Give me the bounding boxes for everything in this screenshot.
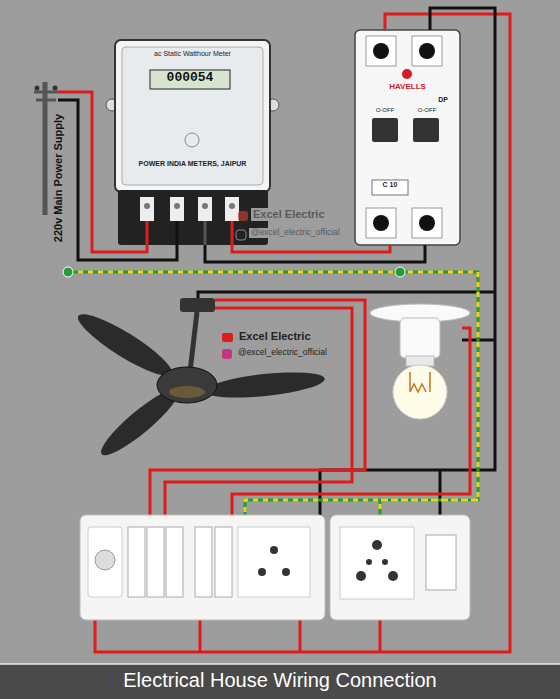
energy-meter: ac Static Watthour Meter 000054POWER INDI…: [115, 40, 270, 245]
earth-wire: [63, 267, 478, 522]
meter-reading: 000054: [150, 71, 230, 86]
lamp-wire: [232, 328, 470, 515]
supply-label: 220v Main Power Supply: [52, 112, 65, 244]
switch-mark: O-OFF: [365, 107, 405, 114]
youtube-icon: [222, 333, 233, 342]
caption-rule: [0, 663, 560, 665]
maker-name: POWER INDIA METERS, JAIPUR: [115, 160, 270, 168]
phase-wire: [200, 620, 380, 652]
phase-wire: [95, 14, 510, 652]
pole-mark: DP: [431, 96, 455, 104]
fan-wire: [165, 308, 352, 515]
meter-to-breaker-wire: [205, 245, 425, 262]
ceiling-fan: [72, 298, 326, 463]
watermark: @excel_electric_official: [236, 348, 329, 358]
brand-name: HAVELLS: [355, 82, 460, 91]
rating-mark: C 10: [372, 181, 408, 189]
watermark: @excel_electric_official: [249, 228, 342, 238]
meter-heading: ac Static Watthour Meter: [115, 50, 270, 58]
watermark: Excel Electric: [251, 208, 327, 221]
socket-board: [330, 515, 470, 620]
watermark: Excel Electric: [237, 330, 313, 343]
instagram-icon: [236, 230, 246, 240]
dp-mcb: HAVELLS DP O-OFFO-OFF C 10: [355, 30, 460, 245]
instagram-icon: [222, 349, 232, 359]
switch-board: [80, 515, 325, 620]
switch-mark: O-OFF: [407, 107, 447, 114]
caption: Electrical House Wiring Connection: [0, 669, 560, 692]
meter-to-breaker-wire: [232, 245, 390, 252]
youtube-icon: [238, 211, 248, 221]
fan-wire: [150, 300, 365, 515]
dp-mcb: [355, 30, 460, 245]
bulb-holder: [370, 304, 470, 419]
caption-band: [0, 664, 560, 699]
